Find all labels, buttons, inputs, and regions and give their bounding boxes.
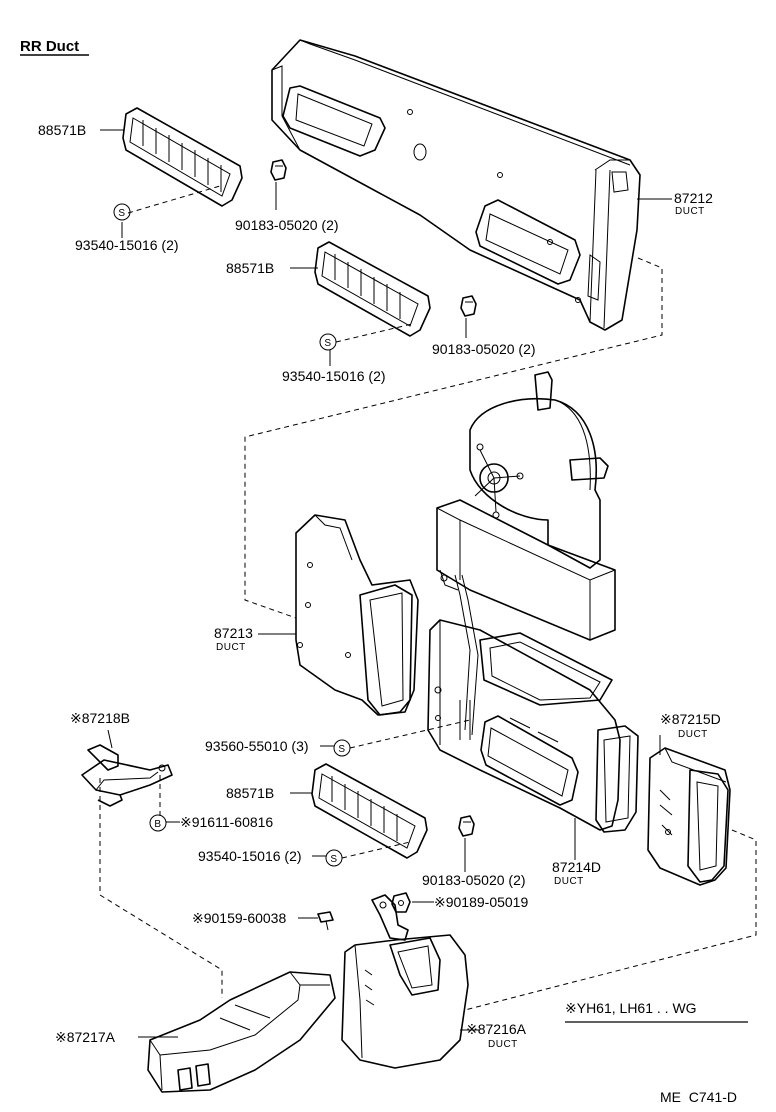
label-88571b-3: 88571B	[226, 785, 274, 801]
duct-87216a	[341, 894, 469, 1069]
svg-text:S: S	[330, 854, 337, 865]
bracket-87218b	[81, 744, 173, 807]
clip-90189	[391, 892, 411, 913]
label-87216a: ※87216A	[466, 1021, 527, 1037]
symbol-s-1: S	[113, 203, 131, 221]
label-87216a-sub: DUCT	[488, 1039, 518, 1050]
duct-87213	[295, 514, 419, 716]
label-90183-3: 90183-05020 (2)	[422, 872, 526, 888]
label-87213: 87213	[214, 625, 253, 641]
label-87213-sub: DUCT	[216, 642, 246, 653]
footer-code: ME C741-D	[660, 1089, 737, 1105]
label-87212-sub: DUCT	[675, 206, 705, 217]
register-88571b-1	[122, 107, 243, 207]
clip-90183-3	[458, 815, 475, 837]
label-91611: ※91611-60816	[180, 814, 273, 830]
duct-87212	[271, 39, 641, 331]
symbol-b: B	[149, 814, 167, 832]
screw-90159	[317, 911, 334, 931]
label-88571b-2: 88571B	[226, 260, 274, 276]
duct-87217a	[147, 971, 336, 1093]
blower-unit	[436, 371, 616, 641]
label-87212: 87212	[674, 190, 713, 206]
register-88571b-2	[314, 241, 431, 337]
label-87215d-sub: DUCT	[678, 729, 708, 740]
label-93540-3: 93540-15016 (2)	[198, 848, 302, 864]
clip-90183-2	[460, 295, 477, 317]
label-87215d: ※87215D	[660, 711, 721, 727]
clip-90183-1	[270, 159, 287, 181]
label-93540-1: 93540-15016 (2)	[75, 237, 179, 253]
label-87214d-sub: DUCT	[554, 876, 584, 887]
duct-87215d	[647, 747, 731, 886]
label-87218b: ※87218B	[70, 710, 130, 726]
symbol-s-2: S	[319, 333, 337, 351]
symbol-s-3: S	[333, 739, 351, 757]
leader-lines	[100, 129, 748, 1038]
svg-text:S: S	[338, 744, 345, 755]
label-87214d: 87214D	[552, 859, 601, 875]
label-93560: 93560-55010 (3)	[205, 738, 309, 754]
label-90159: ※90159-60038	[192, 910, 286, 926]
svg-text:S: S	[118, 208, 125, 219]
label-90189: ※90189-05019	[434, 894, 528, 910]
svg-text:B: B	[154, 819, 161, 830]
label-87217a: ※87217A	[55, 1029, 116, 1045]
svg-text:S: S	[324, 338, 331, 349]
symbol-s-4: S	[325, 849, 343, 867]
duct-87214d	[427, 574, 639, 833]
register-88571b-3	[311, 763, 428, 859]
label-90183-1: 90183-05020 (2)	[235, 217, 339, 233]
diagram-title: RR Duct	[20, 38, 79, 55]
label-93540-2: 93540-15016 (2)	[282, 368, 386, 384]
assembly-lines	[99, 185, 757, 1011]
label-90183-2: 90183-05020 (2)	[432, 341, 536, 357]
wg-note: ※YH61, LH61 . . WG	[565, 1000, 697, 1016]
label-88571b-1: 88571B	[38, 122, 86, 138]
